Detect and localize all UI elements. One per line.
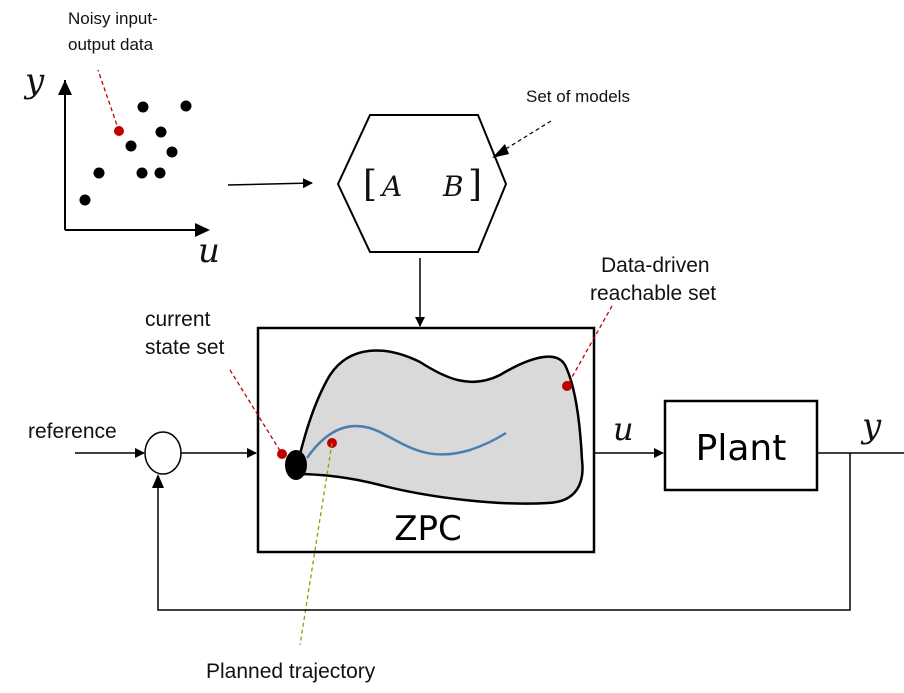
current-state-label-line2: state set [145, 336, 225, 359]
data-to-models-arrow [227, 178, 313, 189]
reachable-set-leader [566, 305, 613, 387]
noisy-data-label-line2: output data [68, 35, 154, 54]
current-state-set [285, 450, 307, 480]
model-matrix-a: A [379, 170, 402, 203]
data-scatter-plot: y u Noisy input- output data [23, 9, 220, 271]
current-state-leader [229, 369, 283, 455]
set-of-models: [ A B ] Set of models [336, 87, 630, 253]
data-point [137, 101, 149, 113]
zpc-block: ZPC [256, 326, 596, 554]
planned-trajectory-curve [305, 424, 507, 459]
x-axis-arrowhead [195, 223, 210, 237]
output-label: y [860, 406, 882, 446]
bracket-right: ] [468, 164, 482, 205]
reachable-set-label-line2: reachable set [590, 282, 716, 305]
control-signal-label: u [613, 410, 634, 448]
feedback-arrowhead [152, 474, 164, 488]
planned-trajectory-label: Planned trajectory [206, 660, 376, 683]
summing-junction [144, 431, 182, 475]
data-point [155, 126, 167, 138]
reference-label: reference [28, 420, 117, 443]
noisy-data-leader-line [97, 69, 120, 132]
data-point [180, 100, 192, 112]
x-axis-label: u [198, 231, 220, 271]
reachable-set-shape [293, 349, 584, 505]
plant-block: Plant [663, 399, 819, 492]
set-of-models-leader [495, 120, 552, 156]
current-state-label-line1: current [145, 308, 211, 331]
data-point [93, 167, 105, 179]
data-point [125, 140, 137, 152]
data-point [166, 146, 178, 158]
reachable-set-label-line1: Data-driven [601, 254, 710, 277]
feedback-loop [157, 453, 851, 611]
model-matrix-b: B [442, 170, 464, 203]
data-point [79, 194, 91, 206]
data-point [136, 167, 148, 179]
y-axis-label: y [23, 61, 45, 101]
model-set-hexagon [336, 114, 508, 253]
planned-trajectory-leader [299, 442, 333, 646]
set-of-models-leader-arrowhead [492, 144, 509, 158]
zpc-label: ZPC [394, 509, 462, 549]
plant-box [663, 399, 819, 492]
y-axis-arrowhead [58, 80, 72, 95]
noisy-data-label-line1: Noisy input- [68, 9, 158, 28]
bracket-left: [ [363, 164, 377, 205]
data-points [79, 100, 192, 206]
data-point [154, 167, 166, 179]
set-of-models-label: Set of models [526, 87, 630, 106]
plant-label: Plant [696, 428, 787, 469]
